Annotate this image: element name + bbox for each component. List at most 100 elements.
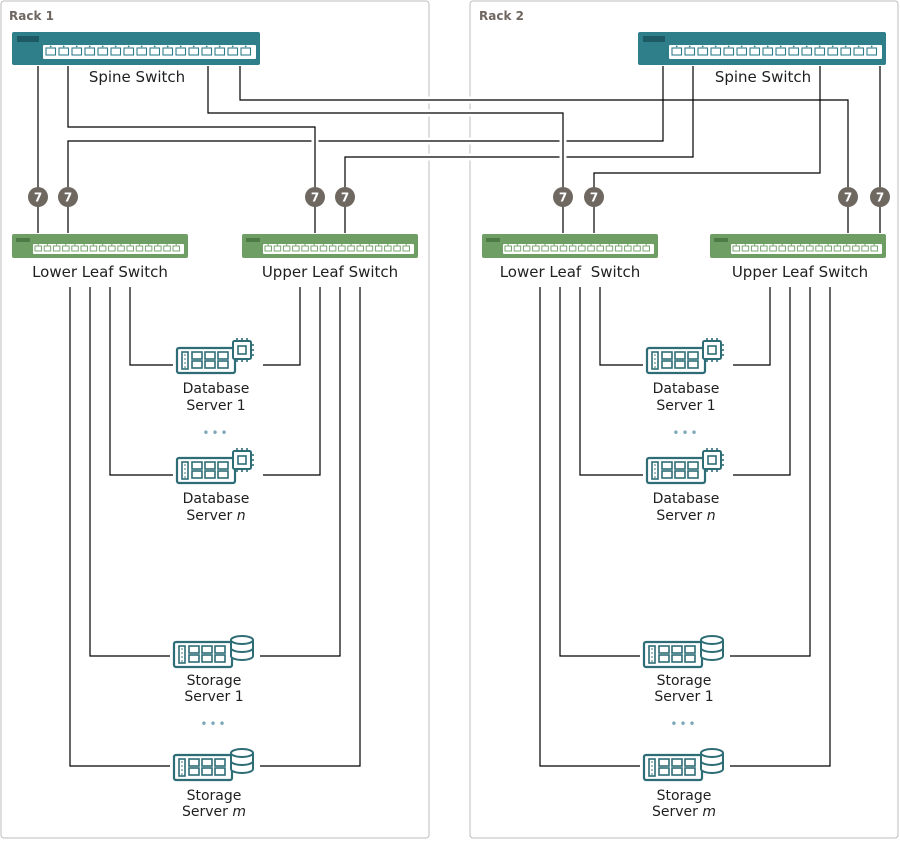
switch-port [642, 245, 650, 252]
cpu-icon [232, 448, 254, 472]
switch-status-light [17, 36, 39, 42]
switch-port [43, 245, 52, 252]
switch-port [310, 245, 318, 252]
badges: 7 7 7 7 7 7 7 7 [28, 187, 890, 207]
rack-1-upper-leaf-switch: Upper Leaf Switch [242, 234, 418, 281]
drive-bay [188, 758, 200, 767]
switch-port [532, 245, 540, 252]
cable [239, 66, 849, 233]
cable [260, 287, 361, 767]
drive-bay [671, 645, 683, 654]
switch-port [671, 47, 683, 56]
switch-port [347, 245, 355, 252]
drive-bay [191, 360, 203, 369]
switch-status-light [714, 238, 728, 242]
drive-bay [214, 758, 226, 767]
server-label-line2: Server m [652, 804, 716, 820]
drive-bay [687, 470, 699, 479]
drive-bay [204, 360, 216, 369]
ports [264, 244, 410, 252]
cable [67, 66, 316, 233]
switch-port [163, 245, 171, 252]
switch-port [144, 245, 153, 252]
server-chassis [645, 456, 707, 485]
switch-status-light [486, 238, 500, 242]
switch-port [110, 47, 122, 56]
badge-label: 7 [64, 191, 72, 205]
server-label-line1: Storage [187, 788, 242, 804]
switch-port [34, 245, 42, 252]
switch-port [541, 245, 549, 252]
badge-label: 7 [559, 191, 567, 205]
switch-port [172, 245, 180, 252]
switch-port [853, 47, 865, 56]
rack-2-storage-server-m [642, 748, 724, 782]
drive-bay [661, 360, 673, 369]
switch-port [301, 245, 309, 252]
badge-7: 7 [28, 187, 48, 207]
rack-2-spine-switch: Spine Switch [638, 32, 886, 86]
cable [263, 287, 321, 476]
switch-port [84, 47, 96, 56]
server-label-line1: Database [183, 491, 250, 507]
server-label-line1: Database [653, 491, 720, 507]
drive-bay [214, 654, 226, 663]
drive-bay [217, 360, 229, 369]
drive-bay [661, 470, 673, 479]
cpu-icon [702, 448, 724, 472]
server-label-line2: Server 1 [654, 689, 713, 705]
cable [539, 287, 640, 767]
database-disk-icon [230, 635, 254, 661]
rack-2-frame [469, 0, 899, 839]
switch-port [624, 245, 632, 252]
switch-status-light [643, 36, 665, 42]
drive-bay [684, 645, 696, 654]
switch-port [762, 47, 774, 56]
switch-port [587, 245, 595, 252]
server-chassis [645, 346, 707, 375]
drive-bay [201, 767, 213, 776]
switch-port [136, 47, 148, 56]
cable [89, 287, 170, 657]
server-label-line1: Storage [187, 673, 242, 689]
drive-bay [674, 461, 686, 470]
drive-bay [687, 360, 699, 369]
switch-port [824, 245, 832, 252]
drive-bay [674, 470, 686, 479]
switch-port [374, 245, 383, 252]
switch-port [52, 245, 61, 252]
switch-port [861, 245, 869, 252]
switch-port [568, 245, 577, 252]
switch-port [80, 245, 88, 252]
drive-bay [204, 470, 216, 479]
server-label-line2: Server 1 [186, 398, 245, 414]
switch-port [760, 245, 768, 252]
drive-bay [204, 461, 216, 470]
database-disk-icon [230, 748, 254, 774]
cable [559, 287, 640, 657]
cables [37, 66, 881, 767]
switch-port [393, 245, 401, 252]
switch-port [240, 47, 252, 56]
badge-label: 7 [844, 191, 852, 205]
cable [579, 287, 643, 476]
switch-port [108, 245, 116, 252]
drive-bay [661, 351, 673, 360]
server-label-line1: Storage [657, 673, 712, 689]
ports [504, 244, 650, 252]
switch-port [292, 245, 300, 252]
switch-port [513, 245, 522, 252]
switch-port [684, 47, 696, 56]
switch-port [697, 47, 709, 56]
drive-bay [684, 767, 696, 776]
drive-bay [661, 461, 673, 470]
switch-port [338, 245, 346, 252]
spine-leaf-cables [37, 66, 881, 233]
rack-2-storage-server-1 [642, 635, 724, 669]
cable [593, 66, 821, 233]
drive-bay [188, 767, 200, 776]
switch-port [123, 47, 135, 56]
switch-port [282, 245, 291, 252]
switch-port [723, 47, 735, 56]
drive-bay [191, 351, 203, 360]
